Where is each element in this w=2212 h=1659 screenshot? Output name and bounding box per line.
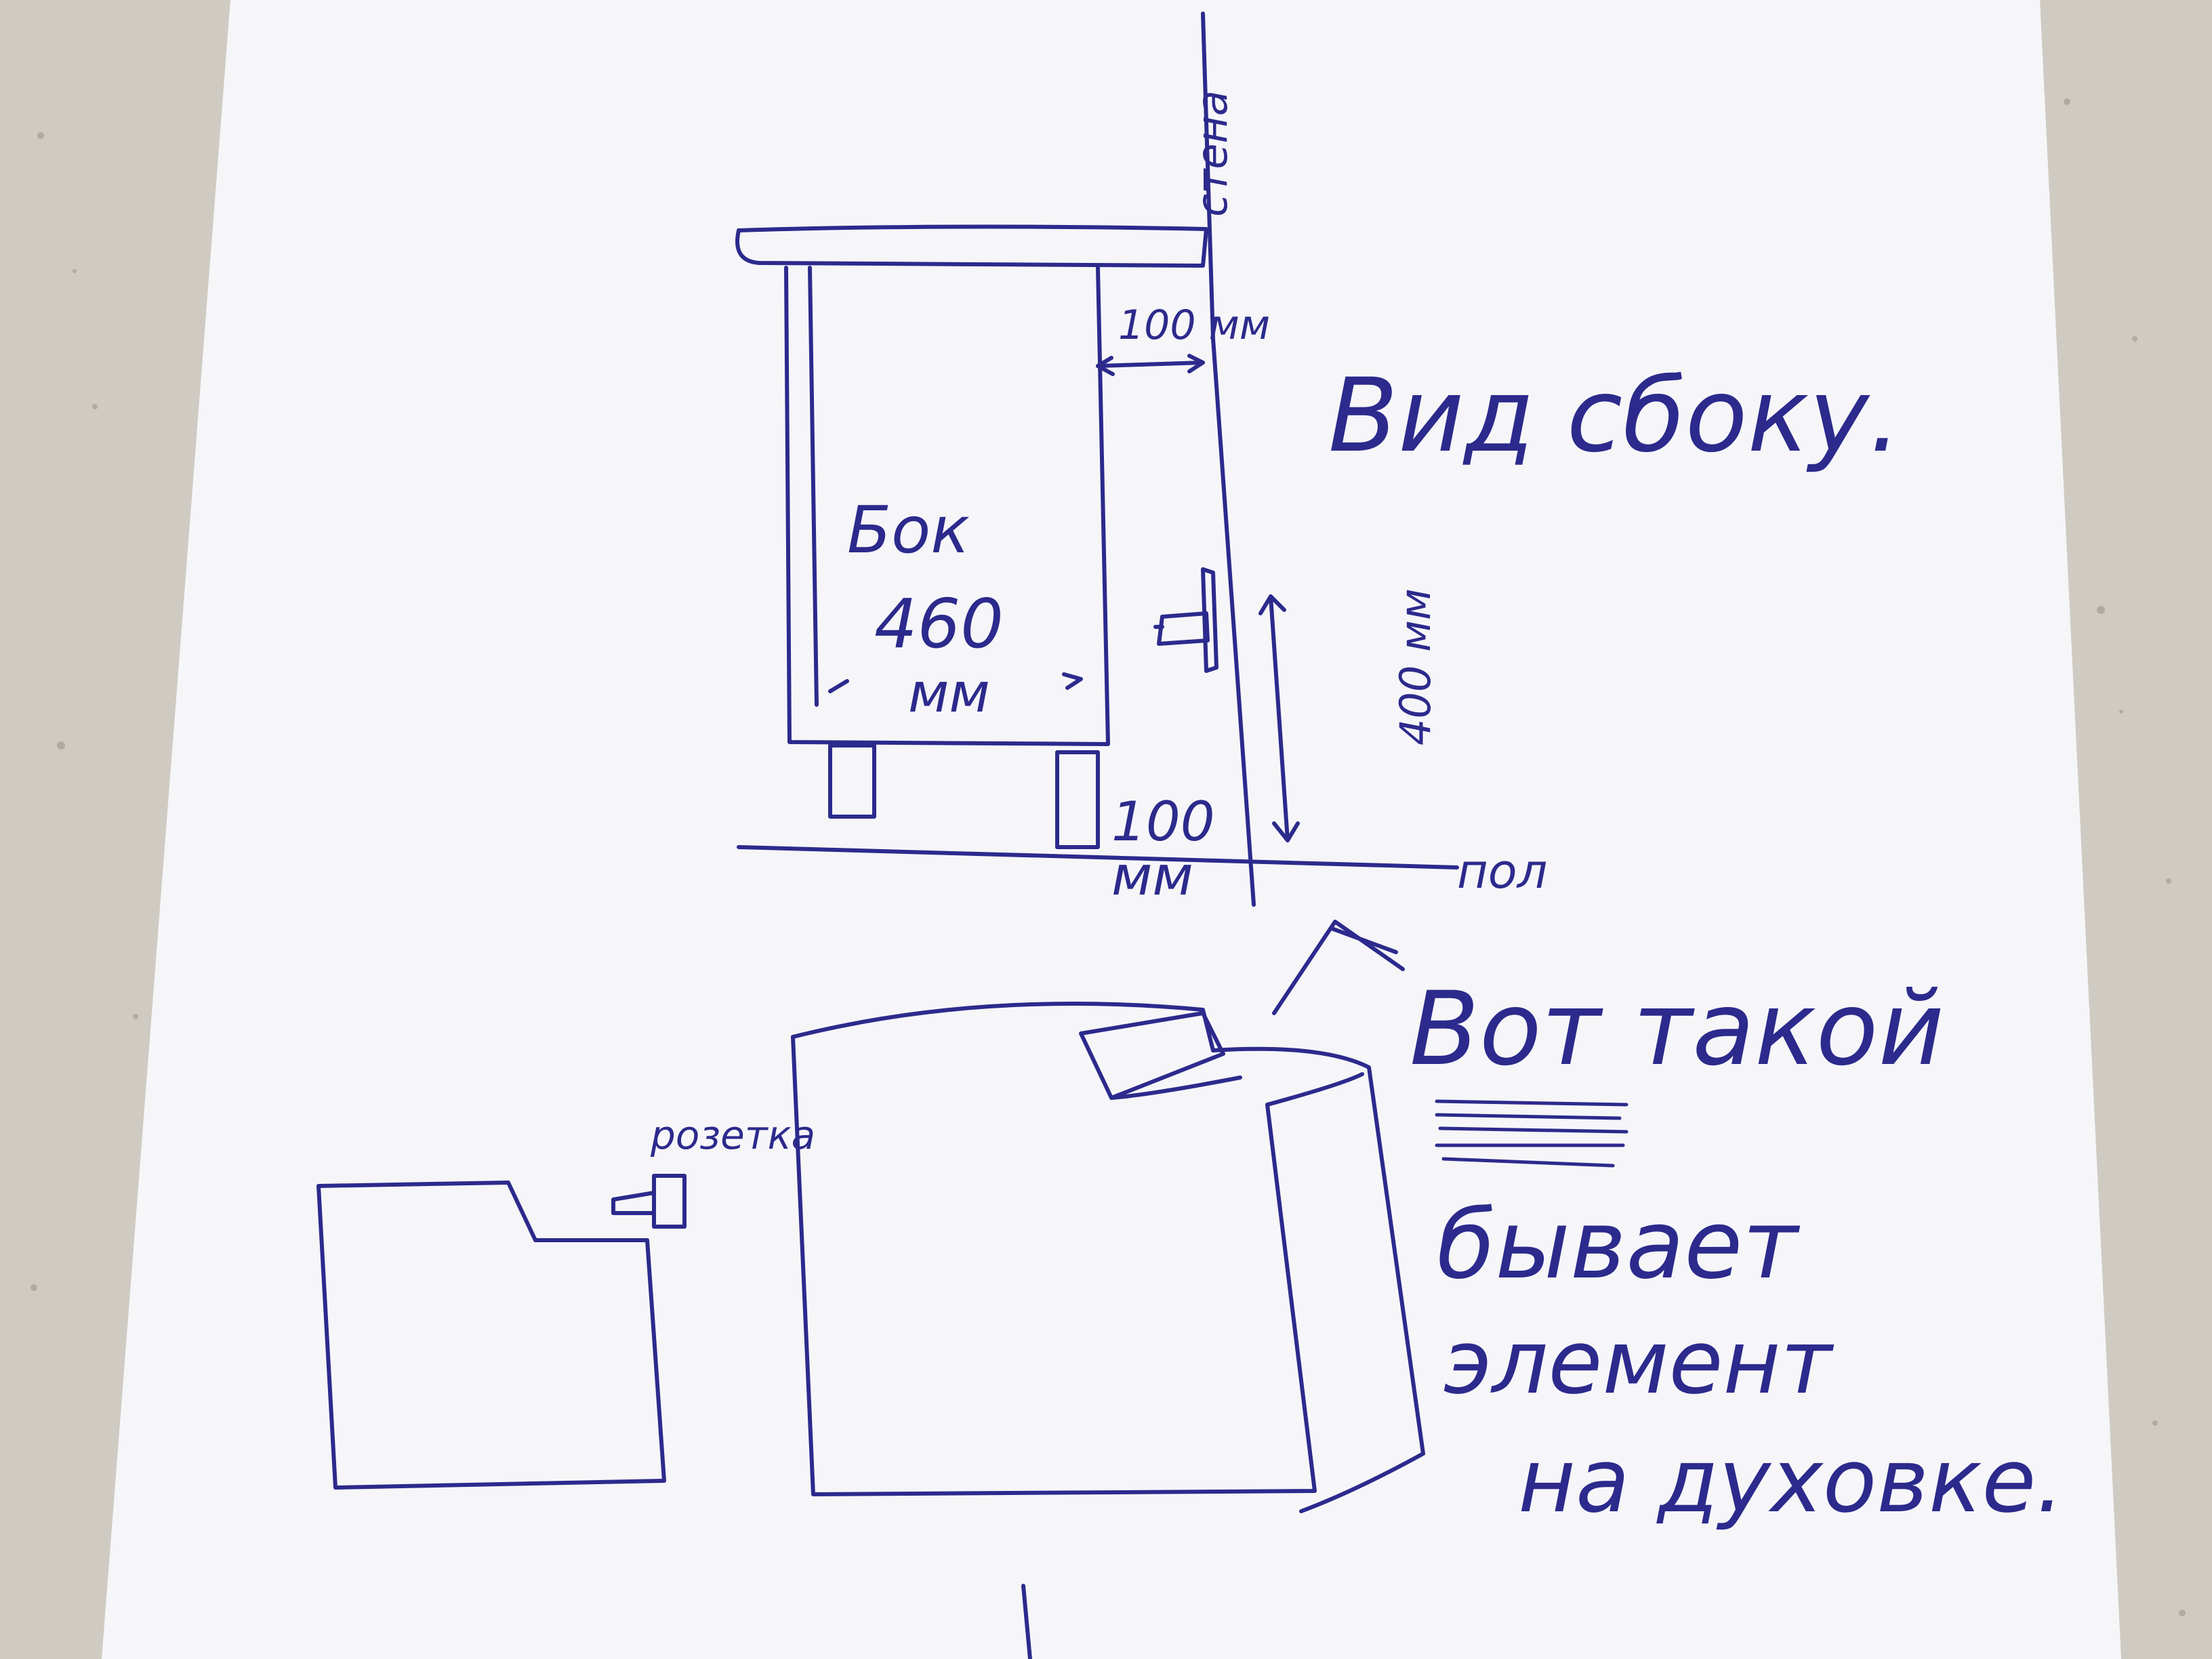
note-line-2: бывает — [1437, 1190, 1800, 1300]
side-width-unit: мм — [908, 661, 990, 724]
side-view-title: Вид сбоку. — [1328, 357, 1902, 475]
note-line-4: на духовке. — [1518, 1429, 2064, 1532]
oven-lid-element — [1079, 1011, 1225, 1100]
side-panel-label: Бок — [847, 493, 970, 568]
note-line-3: элемент — [1443, 1311, 1834, 1414]
paper-sheet — [102, 0, 2121, 1659]
leg-height-value: 100 — [1111, 790, 1215, 853]
floor-line — [737, 845, 1459, 869]
socket-label: розетка — [650, 1112, 815, 1158]
front-view-drawing — [316, 920, 1629, 1513]
countertop-shape — [735, 224, 1208, 268]
side-width-value: 460 — [874, 584, 1004, 663]
leg-height-unit: мм — [1111, 844, 1193, 907]
wall-line — [1201, 12, 1256, 907]
floor-label: пол — [1457, 844, 1547, 899]
top-gap-label: 100 мм — [1118, 302, 1270, 349]
stray-line — [1021, 1584, 1032, 1659]
wall-label: стена — [1187, 90, 1237, 217]
side-view-drawing — [735, 12, 1459, 907]
note-line-1: Вот такой — [1410, 970, 1944, 1088]
socket-height-label: 400 мм — [1391, 588, 1440, 745]
socket-plate — [1201, 567, 1218, 673]
